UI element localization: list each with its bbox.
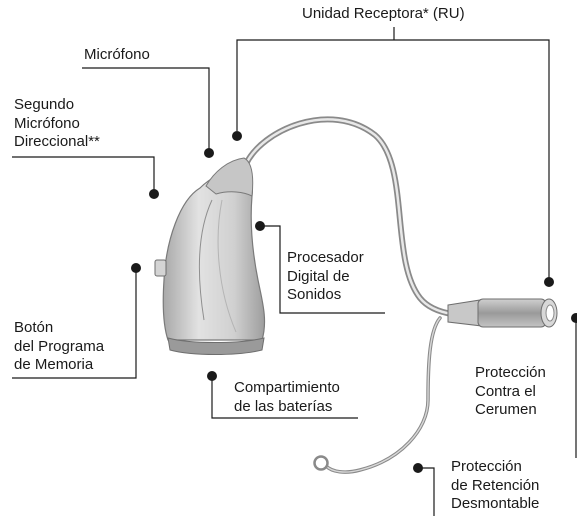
label-line: Desmontable xyxy=(451,495,540,512)
label-digital-processor: Procesador Digital de Sonidos xyxy=(287,249,364,305)
dot-wax-guard-receiver xyxy=(544,277,554,287)
dot-retention-guard xyxy=(413,463,423,473)
leader-second-microphone xyxy=(12,156,155,192)
dot-microphone xyxy=(204,148,214,158)
label-program-button: Botón del Programa de Memoria xyxy=(14,319,104,375)
dot-second-microphone xyxy=(149,189,159,199)
label-line: Cerumen xyxy=(475,401,537,418)
leader-retention-guard xyxy=(418,467,435,516)
label-line: Contra el xyxy=(475,382,536,400)
label-line: Protección xyxy=(475,364,546,381)
retention-wire xyxy=(324,316,442,474)
label-line: Botón xyxy=(14,319,54,336)
label-line: Procesador xyxy=(287,249,364,266)
label-line: Digital de xyxy=(287,267,350,285)
dot-program-button xyxy=(131,263,141,273)
label-line: del Programa xyxy=(14,337,105,355)
marker-dots xyxy=(131,131,577,473)
receiver-body xyxy=(477,298,547,328)
leader-receiver-unit xyxy=(236,27,550,280)
retention-wire-tip xyxy=(313,455,329,471)
label-microphone-text: Micrófono xyxy=(84,46,150,63)
leader-program-button xyxy=(12,268,137,379)
label-line: de Retención xyxy=(451,476,540,494)
hearing-aid-illustration xyxy=(154,116,558,474)
leader-lines xyxy=(12,27,577,516)
leader-microphone xyxy=(82,67,210,150)
label-receiver-unit: Unidad Receptora* (RU) xyxy=(302,5,465,24)
label-line: de Memoria xyxy=(14,356,94,373)
label-line: Segundo xyxy=(14,96,75,113)
label-line: Compartimiento xyxy=(234,379,340,396)
microphone-cap xyxy=(205,157,254,197)
label-receiver-unit-text: Unidad Receptora* (RU) xyxy=(302,5,465,22)
label-line: Micrófono xyxy=(14,114,80,132)
label-line: Direccional** xyxy=(14,133,100,150)
dot-digital-processor xyxy=(255,221,265,231)
label-line: de las baterías xyxy=(234,397,333,415)
label-microphone: Micrófono xyxy=(84,46,150,65)
label-wax-guard: Protección Contra el Cerumen xyxy=(475,364,546,420)
label-second-microphone: Segundo Micrófono Direccional** xyxy=(14,96,100,152)
leader-battery-compartment xyxy=(211,376,358,419)
dot-battery-compartment xyxy=(207,371,217,381)
program-button xyxy=(154,259,167,277)
receiver-connector xyxy=(447,299,483,327)
leader-digital-processor xyxy=(262,225,385,314)
label-line: Sonidos xyxy=(287,286,342,303)
label-line: Protección xyxy=(451,458,522,475)
label-retention-guard: Protección de Retención Desmontable xyxy=(451,458,539,514)
dot-receiver-unit xyxy=(232,131,242,141)
battery-door xyxy=(167,337,265,355)
label-battery-compartment: Compartimiento de las baterías xyxy=(234,379,340,416)
dot-wax-guard xyxy=(571,313,577,323)
